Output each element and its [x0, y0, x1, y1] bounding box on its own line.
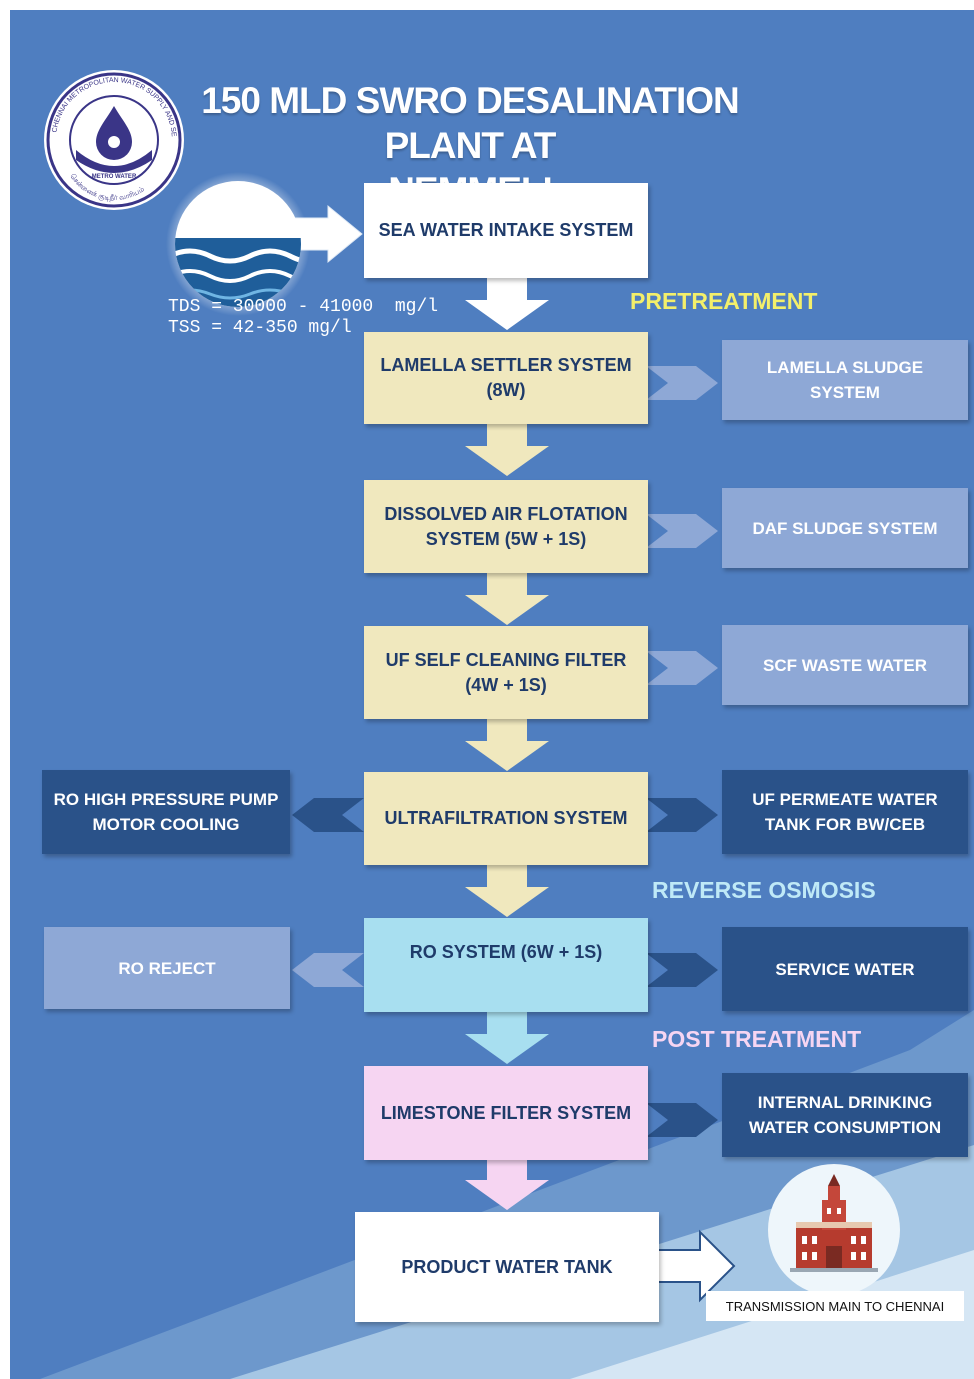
transmission-main-label: TRANSMISSION MAIN TO CHENNAI	[706, 1291, 964, 1321]
box-ro-hp-pump-cooling: RO HIGH PRESSURE PUMP MOTOR COOLING	[42, 770, 290, 854]
title-line-1: 150 MLD SWRO DESALINATION PLANT AT	[201, 80, 740, 166]
box-internal-drinking-water: INTERNAL DRINKING WATER CONSUMPTION	[722, 1073, 968, 1157]
side-arrow-scf-waste	[646, 651, 718, 685]
box-ro-system: RO SYSTEM (6W + 1S)	[364, 918, 648, 1012]
sea-water-icon	[166, 172, 310, 316]
tds-value: TDS = 30000 - 41000 mg/l	[168, 297, 439, 317]
box-product-water-tank: PRODUCT WATER TANK	[355, 1212, 659, 1322]
side-arrow-lamella-sludge	[646, 366, 718, 400]
box-uf-self-cleaning-filter: UF SELF CLEANING FILTER (4W + 1S)	[364, 626, 648, 719]
side-arrow-uf-permeate	[646, 798, 718, 832]
side-arrow-internal-drinking	[646, 1103, 718, 1137]
sea-water-parameters: TDS = 30000 - 41000 mg/l TSS = 42-350 mg…	[168, 297, 438, 339]
poster: CHENNAI METROPOLITAN WATER SUPPLY AND SE…	[10, 10, 974, 1379]
flow-arrow-daf-scf	[465, 573, 549, 625]
section-label-reverse-osmosis: REVERSE OSMOSIS	[652, 877, 876, 903]
box-lamella-settler: LAMELLA SETTLER SYSTEM (8W)	[364, 332, 648, 424]
box-daf-sludge: DAF SLUDGE SYSTEM	[722, 488, 968, 568]
flow-arrow-lamella-daf	[465, 424, 549, 476]
flow-arrow-ro-limestone	[465, 1012, 549, 1064]
section-label-post-treatment: POST TREATMENT	[652, 1026, 862, 1052]
flow-arrow-scf-uf	[465, 719, 549, 771]
flow-arrow-limestone-product	[465, 1160, 549, 1210]
box-limestone-filter: LIMESTONE FILTER SYSTEM	[364, 1066, 648, 1160]
side-arrow-ro-reject	[292, 953, 364, 987]
box-ro-reject: RO REJECT	[44, 927, 290, 1009]
flow-arrow-uf-ro	[465, 865, 549, 917]
box-sea-water-intake: SEA WATER INTAKE SYSTEM	[364, 183, 648, 278]
arrow-product-to-transmission	[657, 1229, 736, 1303]
box-scf-waste-water: SCF WASTE WATER	[722, 625, 968, 705]
box-dissolved-air-flotation: DISSOLVED AIR FLOTATION SYSTEM (5W + 1S)	[364, 480, 648, 573]
side-arrow-service-water	[646, 953, 718, 987]
flow-arrow-intake-lamella	[465, 278, 549, 330]
logo-emblem: CHENNAI METROPOLITAN WATER SUPPLY AND SE…	[10, 10, 184, 210]
side-arrow-ro-hp-cooling	[292, 798, 364, 832]
side-arrow-daf-sludge	[646, 514, 718, 548]
box-uf-permeate-tank: UF PERMEATE WATER TANK FOR BW/CEB	[722, 770, 968, 854]
box-service-water: SERVICE WATER	[722, 927, 968, 1011]
box-lamella-sludge: LAMELLA SLUDGE SYSTEM	[722, 340, 968, 420]
box-ultrafiltration: ULTRAFILTRATION SYSTEM	[364, 772, 648, 865]
svg-text:METRO WATER: METRO WATER	[92, 174, 137, 180]
chennai-building-icon	[768, 1164, 900, 1296]
tss-value: TSS = 42-350 mg/l	[168, 318, 352, 338]
section-label-pretreatment: PRETREATMENT	[630, 288, 818, 314]
